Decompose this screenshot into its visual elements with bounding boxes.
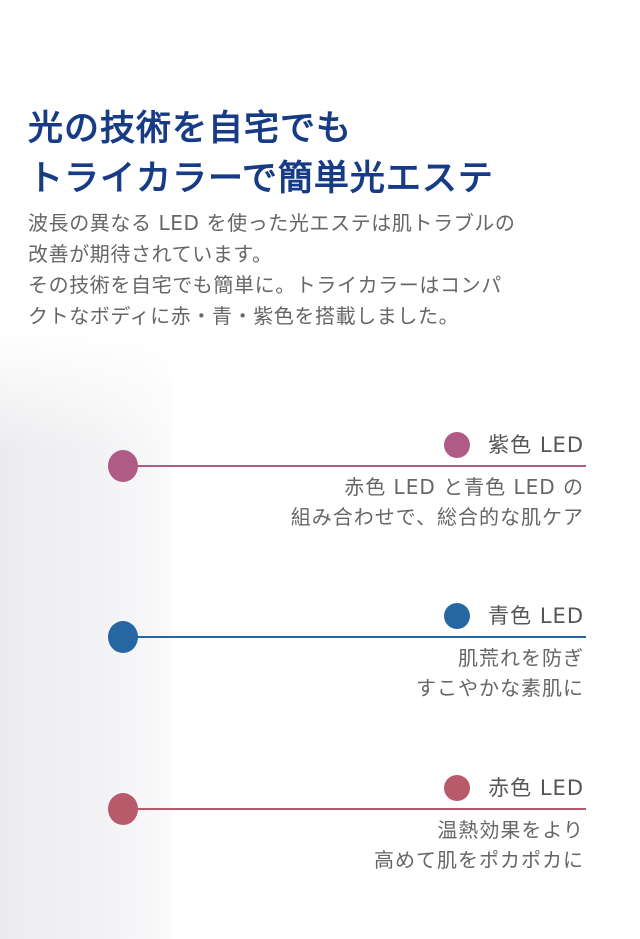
led-description-line-1: 赤色 LED と青色 LED の bbox=[344, 475, 584, 499]
led-description-line-2: 高めて肌をポカポカに bbox=[374, 848, 584, 872]
intro-text: 波長の異なる LED を使った光エステは肌トラブルの 改善が期待されています。 … bbox=[28, 208, 618, 332]
intro-line-2: 改善が期待されています。 bbox=[28, 242, 273, 266]
led-description: 肌荒れを防ぎ すこやかな素肌に bbox=[416, 643, 584, 703]
callout-line bbox=[136, 808, 586, 810]
led-name: 赤色 LED bbox=[488, 776, 584, 800]
led-description-line-1: 温熱効果をより bbox=[437, 818, 584, 842]
led-description-line-2: 組み合わせで、総合的な肌ケア bbox=[290, 505, 584, 529]
led-red: 赤色 LED 温熱効果をより 高めて肌をポカポカに bbox=[0, 775, 640, 895]
red-dot-icon bbox=[444, 775, 470, 801]
led-description-line-1: 肌荒れを防ぎ bbox=[458, 646, 584, 670]
led-description: 赤色 LED と青色 LED の 組み合わせで、総合的な肌ケア bbox=[291, 472, 584, 532]
led-purple: 紫色 LED 赤色 LED と青色 LED の 組み合わせで、総合的な肌ケア bbox=[0, 432, 640, 552]
headline: 光の技術を自宅でも トライカラーで簡単光エステ bbox=[28, 104, 494, 204]
purple-led-marker bbox=[108, 450, 138, 482]
blue-dot-icon bbox=[444, 603, 470, 629]
led-name: 紫色 LED bbox=[488, 433, 584, 457]
intro-line-1: 波長の異なる LED を使った光エステは肌トラブルの bbox=[28, 211, 516, 235]
led-description: 温熱効果をより 高めて肌をポカポカに bbox=[374, 815, 584, 875]
red-led-marker bbox=[108, 793, 138, 825]
purple-dot-icon bbox=[444, 432, 470, 458]
intro-line-3: その技術を自宅でも簡単に。トライカラーはコンパ bbox=[28, 273, 502, 297]
callout-line bbox=[136, 636, 586, 638]
callout-line bbox=[136, 465, 586, 467]
device-image-fade bbox=[0, 330, 172, 450]
intro-line-4: クトなボディに赤・青・紫色を搭載しました。 bbox=[28, 304, 460, 328]
blue-led-marker bbox=[108, 621, 138, 653]
led-name: 青色 LED bbox=[488, 604, 584, 628]
headline-line-2: トライカラーで簡単光エステ bbox=[28, 159, 494, 199]
headline-line-1: 光の技術を自宅でも bbox=[28, 109, 353, 149]
led-description-line-2: すこやかな素肌に bbox=[416, 676, 584, 700]
led-blue: 青色 LED 肌荒れを防ぎ すこやかな素肌に bbox=[0, 603, 640, 723]
